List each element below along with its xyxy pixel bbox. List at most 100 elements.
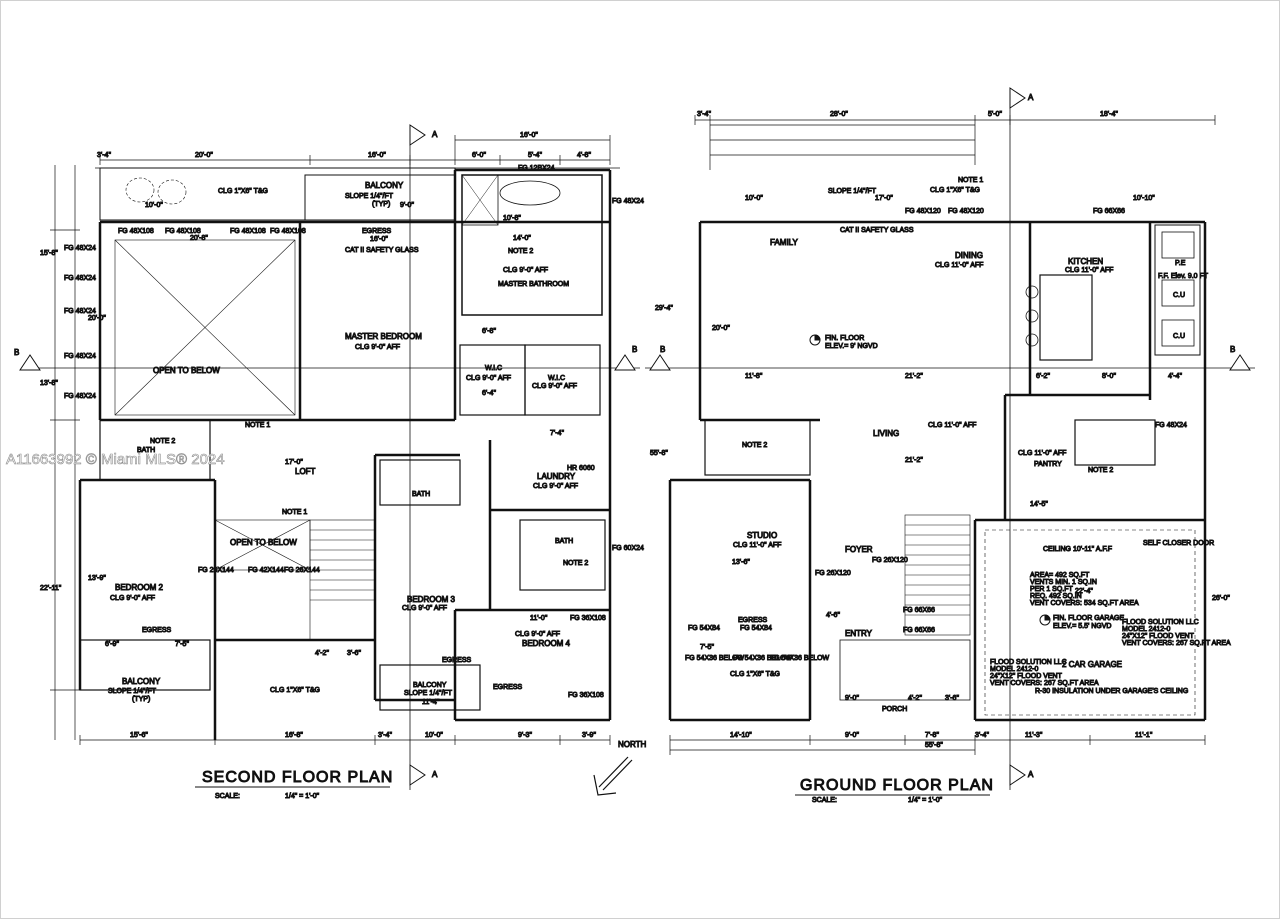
pe-label: P.E <box>1175 260 1186 267</box>
open-to-below-1 <box>114 239 296 416</box>
garage-area-label: AREA= 492 SQ.FT <box>1030 572 1090 579</box>
flood-vent-label: MODEL 2412-0 <box>1122 626 1170 633</box>
open-to-below-label: OPEN TO BELOW <box>230 538 297 547</box>
section-mark-a: A <box>432 770 438 779</box>
dimension: 4'-4" <box>1168 373 1182 380</box>
slope-label: SLOPE 1/4"/FT <box>108 688 157 695</box>
window-tag: FG 66X66 <box>903 627 935 634</box>
window-tag: FG 48X108 <box>118 228 154 235</box>
ceiling-label: CLG 11'-0" AFF <box>935 262 983 269</box>
dimension: 4'-2" <box>315 650 329 657</box>
note-label: NOTE 2 <box>1088 467 1113 474</box>
section-mark-b: B <box>1230 345 1235 354</box>
dimension: 9'-0" <box>845 695 859 702</box>
dimension: 22'-4" <box>1075 588 1093 595</box>
stairs-ground-floor <box>904 514 971 636</box>
slope-label: SLOPE 1/4"/FT <box>404 690 453 697</box>
second-floor-title: SECOND FLOOR PLAN <box>202 769 393 786</box>
window-tag: FG 36X108 <box>570 615 606 622</box>
ground-floor-plan <box>593 87 1255 796</box>
window-tag: HR 6060 <box>567 465 595 472</box>
balcony-label: BALCONY <box>365 181 404 190</box>
ceiling-label: CLG 9'-0" AFF <box>110 595 155 602</box>
dimension: 9'-0" <box>845 732 859 739</box>
fin-floor-label: FIN. FLOOR GARAGE <box>1053 615 1125 622</box>
north-label: NORTH <box>618 740 647 749</box>
dimension: 26'-0" <box>1212 595 1230 602</box>
window-tag: FG 26X120 <box>815 570 851 577</box>
bath-3 <box>519 519 606 591</box>
slope-label: SLOPE 1/4"/FT <box>828 188 877 195</box>
dimension: 9'-3" <box>518 732 532 739</box>
window-tag: FG 48X24 <box>64 393 96 400</box>
dimension: 3'-4" <box>97 152 111 159</box>
ground-floor-scale-label: SCALE: <box>812 797 837 804</box>
dimension: 3'-9" <box>582 732 596 739</box>
note-label: NOTE 2 <box>508 248 533 255</box>
dimension: 55'-8" <box>650 450 668 457</box>
dimension: 15'-8" <box>40 250 58 257</box>
window-tag: FG 26X120 <box>872 557 908 564</box>
window-tag: FG 48X108 <box>270 228 306 235</box>
ground-floor-dimensions-top <box>694 115 1216 125</box>
dimension: 9'-0" <box>400 202 414 209</box>
dimension: 16'-0" <box>520 132 538 139</box>
window-tag: FG 42X144 <box>248 567 284 574</box>
vent-label: VENT COVERS: 534 SQ.FT AREA <box>1030 600 1139 607</box>
egress-label: EGRESS <box>362 228 392 235</box>
master-bathroom-label: MASTER BATHROOM <box>498 281 569 288</box>
safety-glass-label: CAT II SAFETY GLASS <box>345 247 419 254</box>
bedroom-3-label: BEDROOM 3 <box>407 595 456 604</box>
bath-1 <box>99 419 211 481</box>
self-closer-label: SELF CLOSER DOOR <box>1143 540 1214 547</box>
flood-vent-label: FLOOD SOLUTION LLC <box>1122 619 1199 626</box>
dimension: 10'-0" <box>425 732 443 739</box>
dimension: 17'-0" <box>285 459 303 466</box>
second-floor-plan <box>19 124 640 790</box>
dimension: 5'-0" <box>988 111 1002 118</box>
section-mark-b: B <box>14 348 19 357</box>
flood-vent-label: MODEL 2412-0 <box>990 666 1038 673</box>
egress-label: EGRESS <box>493 684 523 691</box>
open-to-below-label: OPEN TO BELOW <box>153 366 220 375</box>
flood-vent-label: 24"X12" FLOOD VENT <box>990 673 1063 680</box>
living-label: LIVING <box>873 429 899 438</box>
flood-vent-label: VENT COVERS: 267 SQ.FT AREA <box>990 680 1099 687</box>
ceiling-label: CEILING 10'-11" A.F.F <box>1043 546 1112 553</box>
flood-vent-label: VENT COVERS: 267 SQ.FT AREA <box>1122 640 1231 647</box>
garage-inner <box>984 529 1196 716</box>
dimension: 8'-0" <box>1102 373 1116 380</box>
wic-label: W.I.C <box>548 375 565 382</box>
dimension: 20'-0" <box>88 315 106 322</box>
dimension: 21'-2" <box>905 373 923 380</box>
dimension: 18'-4" <box>1100 111 1118 118</box>
balcony-top <box>99 167 456 221</box>
dimension: 10'-8" <box>503 215 521 222</box>
bath-label: BATH <box>412 491 430 498</box>
note-label: NOTE 1 <box>245 422 270 429</box>
ground-bath-2 <box>1074 419 1156 466</box>
section-mark-b: B <box>632 345 637 354</box>
dimension: 4'-6" <box>826 612 840 619</box>
pantry-label: PANTRY <box>1034 461 1062 468</box>
dimension: 55'-8" <box>925 742 943 749</box>
dimension: 3'-4" <box>378 732 392 739</box>
ceiling-label: CLG 11'-0" AFF <box>928 422 976 429</box>
flood-vent-label: FLOOD SOLUTION LLC <box>990 659 1067 666</box>
bedroom-4-label: BEDROOM 4 <box>522 639 571 648</box>
window-tag: FG 48X108 <box>230 228 266 235</box>
dimension: 3'-6" <box>347 650 361 657</box>
dimension: 14'-5" <box>1030 501 1048 508</box>
vent-label: REQ. 492 SQ.IN <box>1030 593 1082 600</box>
fin-floor-label: FIN. FLOOR <box>825 335 864 342</box>
egress-label: EGRESS <box>442 657 472 664</box>
dimension: 16'-8" <box>285 732 303 739</box>
ground-floor-title: GROUND FLOOR PLAN <box>800 777 994 794</box>
dimension: 20'-0" <box>195 152 213 159</box>
ceiling-label: CLG 9'-0" AFF <box>402 605 447 612</box>
window-tag: FG 26X144 <box>198 567 234 574</box>
dimension: 10'-0" <box>745 195 763 202</box>
bedroom-2-label: BEDROOM 2 <box>115 583 164 592</box>
dimension: 4'-2" <box>908 695 922 702</box>
